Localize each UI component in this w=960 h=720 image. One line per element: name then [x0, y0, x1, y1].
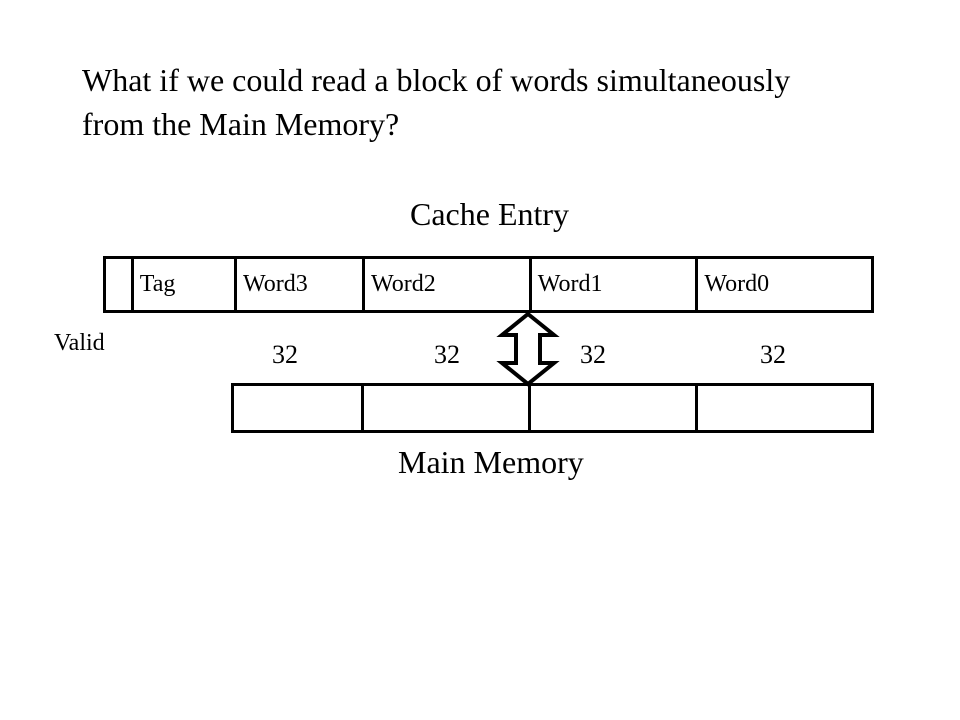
memory-block-1: [234, 386, 361, 430]
heading-line-1: What if we could read a block of words s…: [82, 62, 791, 98]
cache-entry-row: Tag Word3 Word2 Word1 Word0: [103, 256, 874, 313]
cache-word1-cell: Word1: [528, 259, 696, 310]
cache-word3-cell: Word3: [234, 259, 362, 310]
main-memory-row: [231, 383, 874, 433]
cache-entry-title: Cache Entry: [410, 196, 570, 232]
slide-heading: What if we could read a block of words s…: [82, 58, 942, 146]
memory-block-2: [360, 386, 528, 430]
double-headed-block-arrow-icon: [496, 311, 560, 387]
memory-block-4: [694, 386, 871, 430]
cache-word0-cell: Word0: [695, 259, 871, 310]
valid-label: Valid: [54, 330, 105, 356]
cache-valid-cell: [106, 259, 131, 310]
bit-width-label-word1: 32: [580, 340, 606, 369]
bit-width-label-word3: 32: [272, 340, 298, 369]
bit-width-label-word2: 32: [434, 340, 460, 369]
heading-line-2: from the Main Memory?: [82, 106, 400, 142]
memory-block-3: [528, 386, 694, 430]
main-memory-title: Main Memory: [398, 444, 584, 480]
transfer-arrow-shape: [496, 311, 560, 387]
cache-tag-cell: Tag: [130, 259, 234, 310]
cache-word2-cell: Word2: [362, 259, 529, 310]
bit-width-label-word0: 32: [760, 340, 786, 369]
